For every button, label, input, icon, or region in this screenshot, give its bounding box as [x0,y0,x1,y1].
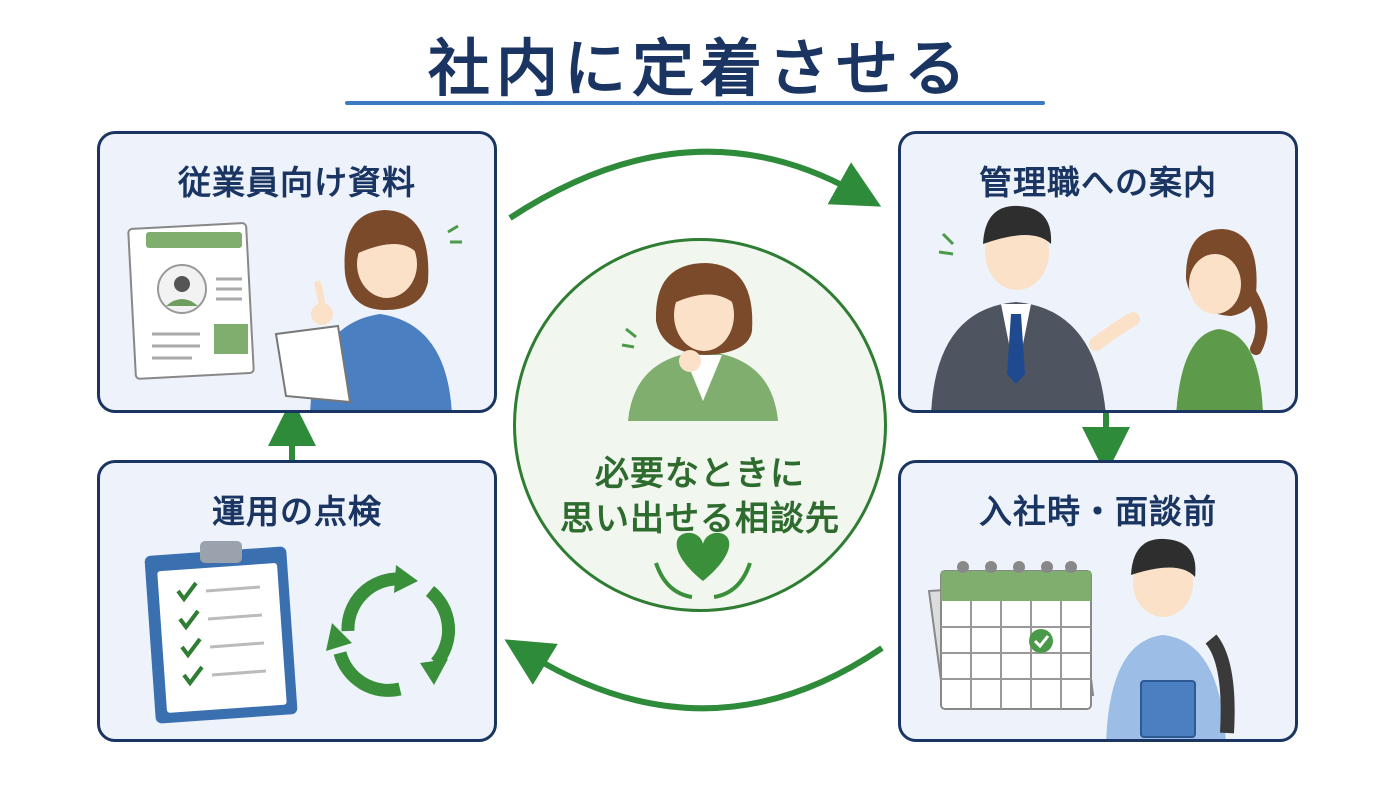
card-title-manager-guidance: 管理職への案内 [979,163,1217,202]
student-with-book [1106,538,1235,739]
man-in-suit [931,205,1140,410]
heart-hands-icon [654,532,752,599]
arrow-top [508,148,882,221]
document-icon [127,222,255,380]
center-text-line1: 必要なときに [595,454,805,494]
card-onboarding-interview: 入社時・面談前 [898,460,1298,742]
woman-pointing [274,210,462,410]
center-text-line2: 思い出せる相談先 [560,499,840,539]
cycle-icon [333,572,456,697]
card-title-operation-check: 運用の点検 [212,492,382,531]
page-title: 社内に定着させる [427,32,972,105]
thinking-woman-illustration [621,263,778,599]
document-and-woman-illustration [127,210,462,410]
card-title-employee-materials: 従業員向け資料 [178,163,416,202]
manager-conversation-illustration [931,205,1268,410]
card-operation-check: 運用の点検 [97,460,497,742]
arrow-bottom [504,639,884,712]
title-underline [345,101,1045,105]
checklist-and-cycle-illustration [144,541,456,724]
calendar-icon [927,561,1095,710]
calendar-and-student-illustration [927,538,1235,739]
card-employee-materials: 従業員向け資料 [97,131,497,413]
card-title-onboarding-interview: 入社時・面談前 [979,492,1217,531]
woman-listening [1176,229,1268,410]
clipboard-icon [144,541,298,724]
center-circle: 必要なときに 思い出せる相談先 [513,238,887,612]
card-manager-guidance: 管理職への案内 [898,131,1298,413]
